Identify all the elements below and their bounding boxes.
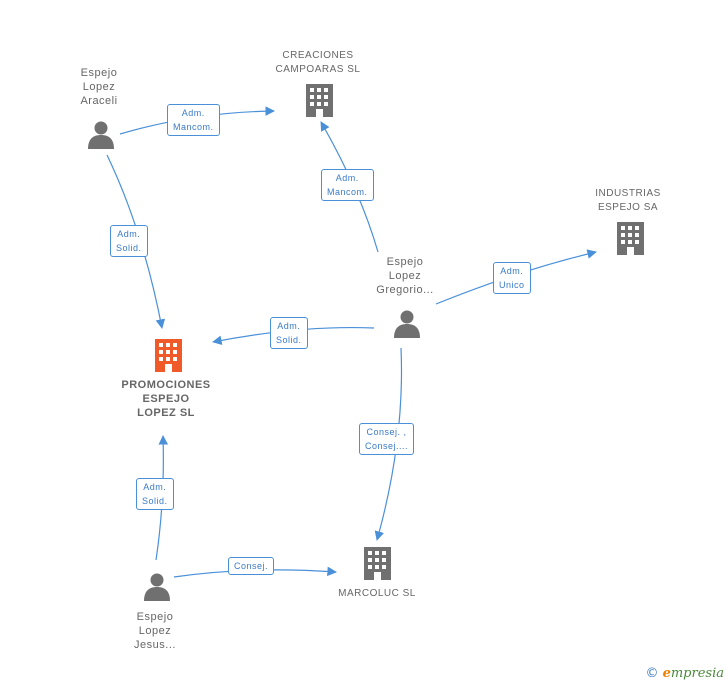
edge-label-line: Consej. , xyxy=(366,427,407,437)
node-label-creaciones-campoaras[interactable]: CREACIONES CAMPOARAS SL xyxy=(276,49,361,77)
edge-label-line: Solid. xyxy=(276,335,302,345)
building-icon-highlight[interactable] xyxy=(155,339,182,372)
label-line: Espejo xyxy=(136,611,174,623)
edge-label-line: Adm. xyxy=(277,321,301,331)
building-icon[interactable] xyxy=(306,84,333,117)
edge-label-line: Solid. xyxy=(116,243,142,253)
person-icon[interactable] xyxy=(144,573,170,602)
label-line: CREACIONES xyxy=(282,50,354,61)
edge-label-araceli-promociones[interactable]: Adm. Solid. xyxy=(110,225,148,257)
node-label-promociones-espejo[interactable]: PROMOCIONES ESPEJO LOPEZ SL xyxy=(121,378,210,420)
label-line: PROMOCIONES xyxy=(121,379,211,391)
edge-label-line: Mancom. xyxy=(173,122,214,132)
label-line: INDUSTRIAS xyxy=(595,188,661,199)
edge-label-line: Mancom. xyxy=(327,187,368,197)
brand-name: mpresia xyxy=(670,666,724,681)
building-icon[interactable] xyxy=(617,222,644,255)
node-label-industrias-espejo[interactable]: INDUSTRIAS ESPEJO SA xyxy=(595,187,661,215)
person-icon[interactable] xyxy=(394,310,420,339)
label-line: Lopez xyxy=(138,625,172,637)
label-line: Araceli xyxy=(80,95,118,107)
edge-label-line: Adm. xyxy=(117,229,141,239)
edge-label-line: Consej.... xyxy=(365,441,409,451)
label-line: Lopez xyxy=(82,81,116,93)
person-icon[interactable] xyxy=(88,121,114,150)
edge-label-gregorio-creaciones[interactable]: Adm. Mancom. xyxy=(321,169,374,201)
node-label-espejo-lopez-gregorio[interactable]: Espejo Lopez Gregorio... xyxy=(376,255,433,297)
building-icon[interactable] xyxy=(364,547,391,580)
edge-label-line: Adm. xyxy=(143,482,167,492)
label-line: Jesus... xyxy=(134,639,176,651)
edge-label-line: Solid. xyxy=(142,496,168,506)
edge-label-line: Adm. xyxy=(500,266,524,276)
label-line: ESPEJO xyxy=(142,393,190,405)
node-label-espejo-lopez-araceli[interactable]: Espejo Lopez Araceli xyxy=(80,66,117,108)
label-line: Gregorio... xyxy=(376,284,434,296)
label-line: Espejo xyxy=(80,67,118,79)
edge-label-line: Adm. xyxy=(335,173,359,183)
node-label-marcoluc[interactable]: MARCOLUC SL xyxy=(338,587,416,601)
label-line: Lopez xyxy=(388,270,422,282)
edge-label-line: Unico xyxy=(499,280,525,290)
node-label-espejo-lopez-jesus[interactable]: Espejo Lopez Jesus... xyxy=(134,610,176,652)
brand-e: e xyxy=(662,666,671,681)
label-line: LOPEZ SL xyxy=(137,407,195,419)
edge-label-jesus-marcoluc[interactable]: Consej. xyxy=(228,557,275,575)
edge-label-araceli-creaciones[interactable]: Adm. Mancom. xyxy=(167,104,220,136)
edge-label-line: Adm. xyxy=(181,108,205,118)
edge-label-gregorio-industrias[interactable]: Adm. Unico xyxy=(493,262,531,294)
edge-label-gregorio-marcoluc[interactable]: Consej. , Consej.... xyxy=(359,423,415,455)
edge-label-gregorio-promociones[interactable]: Adm. Solid. xyxy=(270,317,308,349)
edge-label-line: Consej. xyxy=(234,561,269,571)
label-line: CAMPOARAS SL xyxy=(275,64,361,75)
copyright-icon: © xyxy=(645,666,659,681)
label-line: MARCOLUC SL xyxy=(338,588,416,599)
edge-label-jesus-promociones[interactable]: Adm. Solid. xyxy=(136,478,174,510)
label-line: ESPEJO SA xyxy=(597,202,659,213)
empresia-logo[interactable]: © empresia xyxy=(645,666,724,681)
label-line: Espejo xyxy=(386,256,424,268)
